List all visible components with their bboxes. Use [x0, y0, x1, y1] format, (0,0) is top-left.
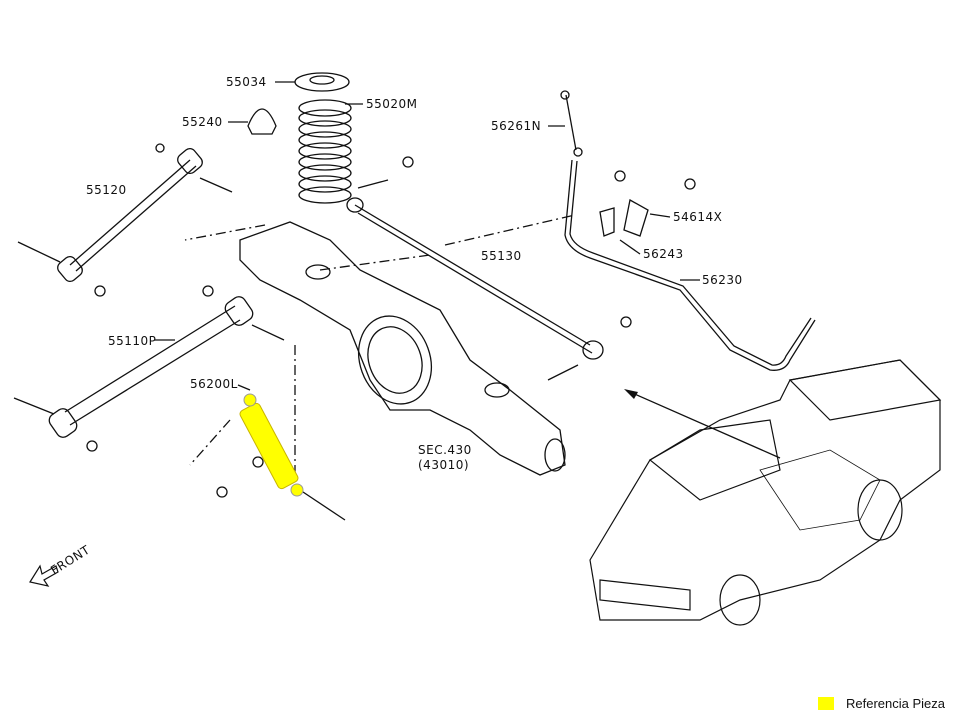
part-label-56230: 56230	[702, 273, 743, 287]
part-label-56261N: 56261N	[491, 119, 541, 133]
truck-illustration	[589, 359, 942, 626]
part-label-55120: 55120	[86, 183, 127, 197]
axle-housing	[239, 221, 566, 476]
bump-stop	[247, 108, 277, 135]
section-reference: SEC.430	[418, 443, 472, 457]
front-label: FRONT	[48, 543, 92, 578]
shock-absorber-56200L	[239, 393, 304, 497]
section-reference-number: (43010)	[418, 458, 469, 472]
part-label-54614X: 54614X	[673, 210, 722, 224]
part-label-55034: 55034	[226, 75, 267, 89]
part-label-56243: 56243	[643, 247, 684, 261]
legend-label: Referencia Pieza	[846, 696, 945, 711]
legend-swatch	[818, 697, 834, 710]
stabilizer-bar-56230	[560, 90, 816, 371]
part-label-55110P: 55110P	[108, 334, 156, 348]
upper-link-55120	[17, 143, 233, 297]
part-label-55240: 55240	[182, 115, 223, 129]
front-indicator: FRONT	[29, 543, 93, 587]
lower-link-55110P	[13, 285, 285, 452]
legend: Referencia Pieza	[818, 696, 945, 711]
part-label-56200L: 56200L	[190, 377, 238, 391]
coil-spring	[298, 99, 352, 204]
lateral-rod-55130	[346, 156, 632, 381]
part-label-55020M: 55020M	[366, 97, 418, 111]
leader-lines	[184, 214, 576, 490]
part-label-55130: 55130	[481, 249, 522, 263]
